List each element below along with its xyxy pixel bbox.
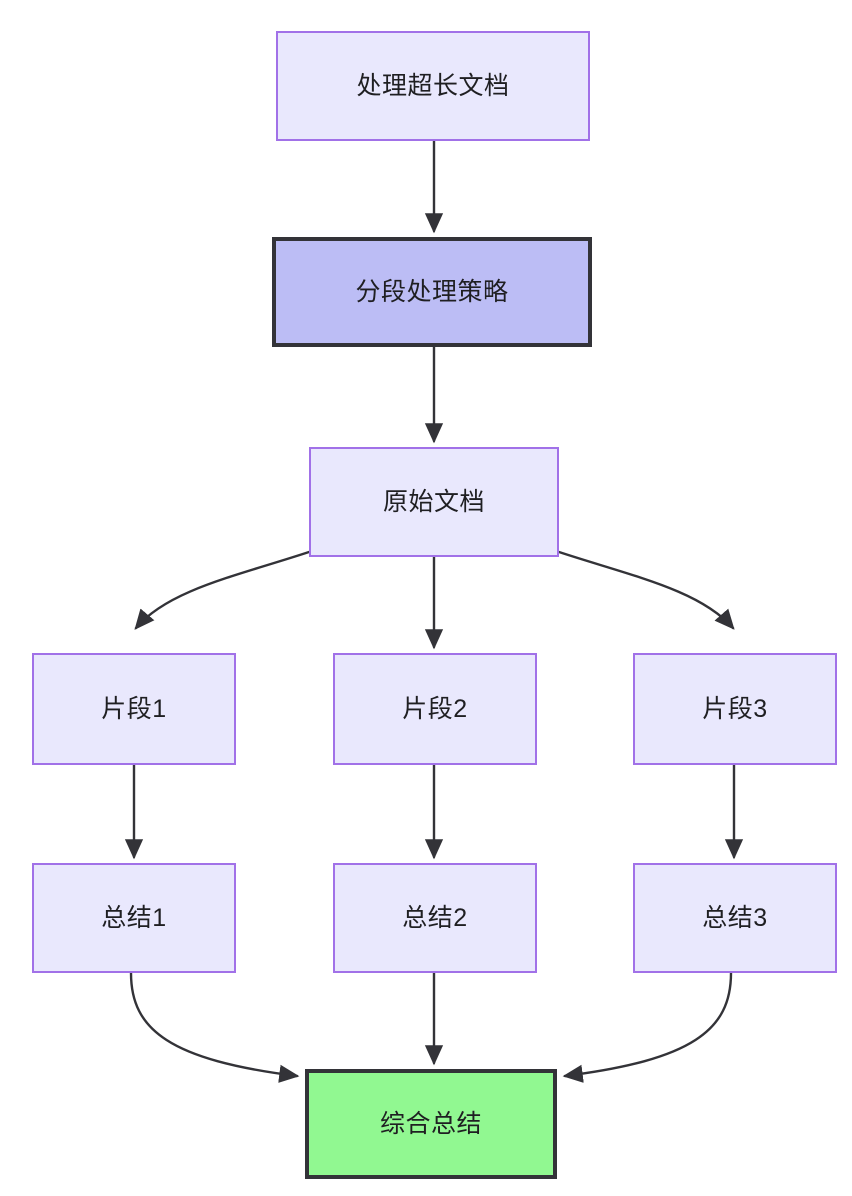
flow-node-n7[interactable]: 总结1 bbox=[32, 863, 236, 973]
flow-node-n1[interactable]: 处理超长文档 bbox=[276, 31, 590, 141]
flow-node-label: 总结2 bbox=[402, 904, 468, 932]
edge-n3-to-n6 bbox=[557, 550, 735, 630]
flow-node-n3[interactable]: 原始文档 bbox=[309, 447, 559, 557]
flow-node-n4[interactable]: 片段1 bbox=[32, 653, 236, 765]
flow-node-label: 综合总结 bbox=[379, 1110, 482, 1138]
edge-n9-to-n10 bbox=[562, 971, 733, 1083]
flow-node-label: 原始文档 bbox=[382, 488, 485, 516]
flow-node-label: 总结3 bbox=[702, 904, 768, 932]
edge-n3-to-n4 bbox=[134, 550, 311, 630]
flow-node-label: 总结1 bbox=[101, 904, 167, 932]
flow-node-label: 片段1 bbox=[101, 695, 167, 723]
flow-node-n5[interactable]: 片段2 bbox=[333, 653, 537, 765]
flow-node-label: 处理超长文档 bbox=[356, 72, 510, 100]
flow-node-label: 分段处理策略 bbox=[355, 278, 509, 306]
edge-n7-to-n10 bbox=[129, 971, 300, 1083]
flow-node-n2[interactable]: 分段处理策略 bbox=[272, 237, 592, 347]
flow-node-n8[interactable]: 总结2 bbox=[333, 863, 537, 973]
flow-node-n6[interactable]: 片段3 bbox=[633, 653, 837, 765]
flow-node-label: 片段2 bbox=[402, 695, 468, 723]
flow-node-label: 片段3 bbox=[702, 695, 768, 723]
flow-node-n10[interactable]: 综合总结 bbox=[305, 1069, 557, 1179]
flow-node-n9[interactable]: 总结3 bbox=[633, 863, 837, 973]
